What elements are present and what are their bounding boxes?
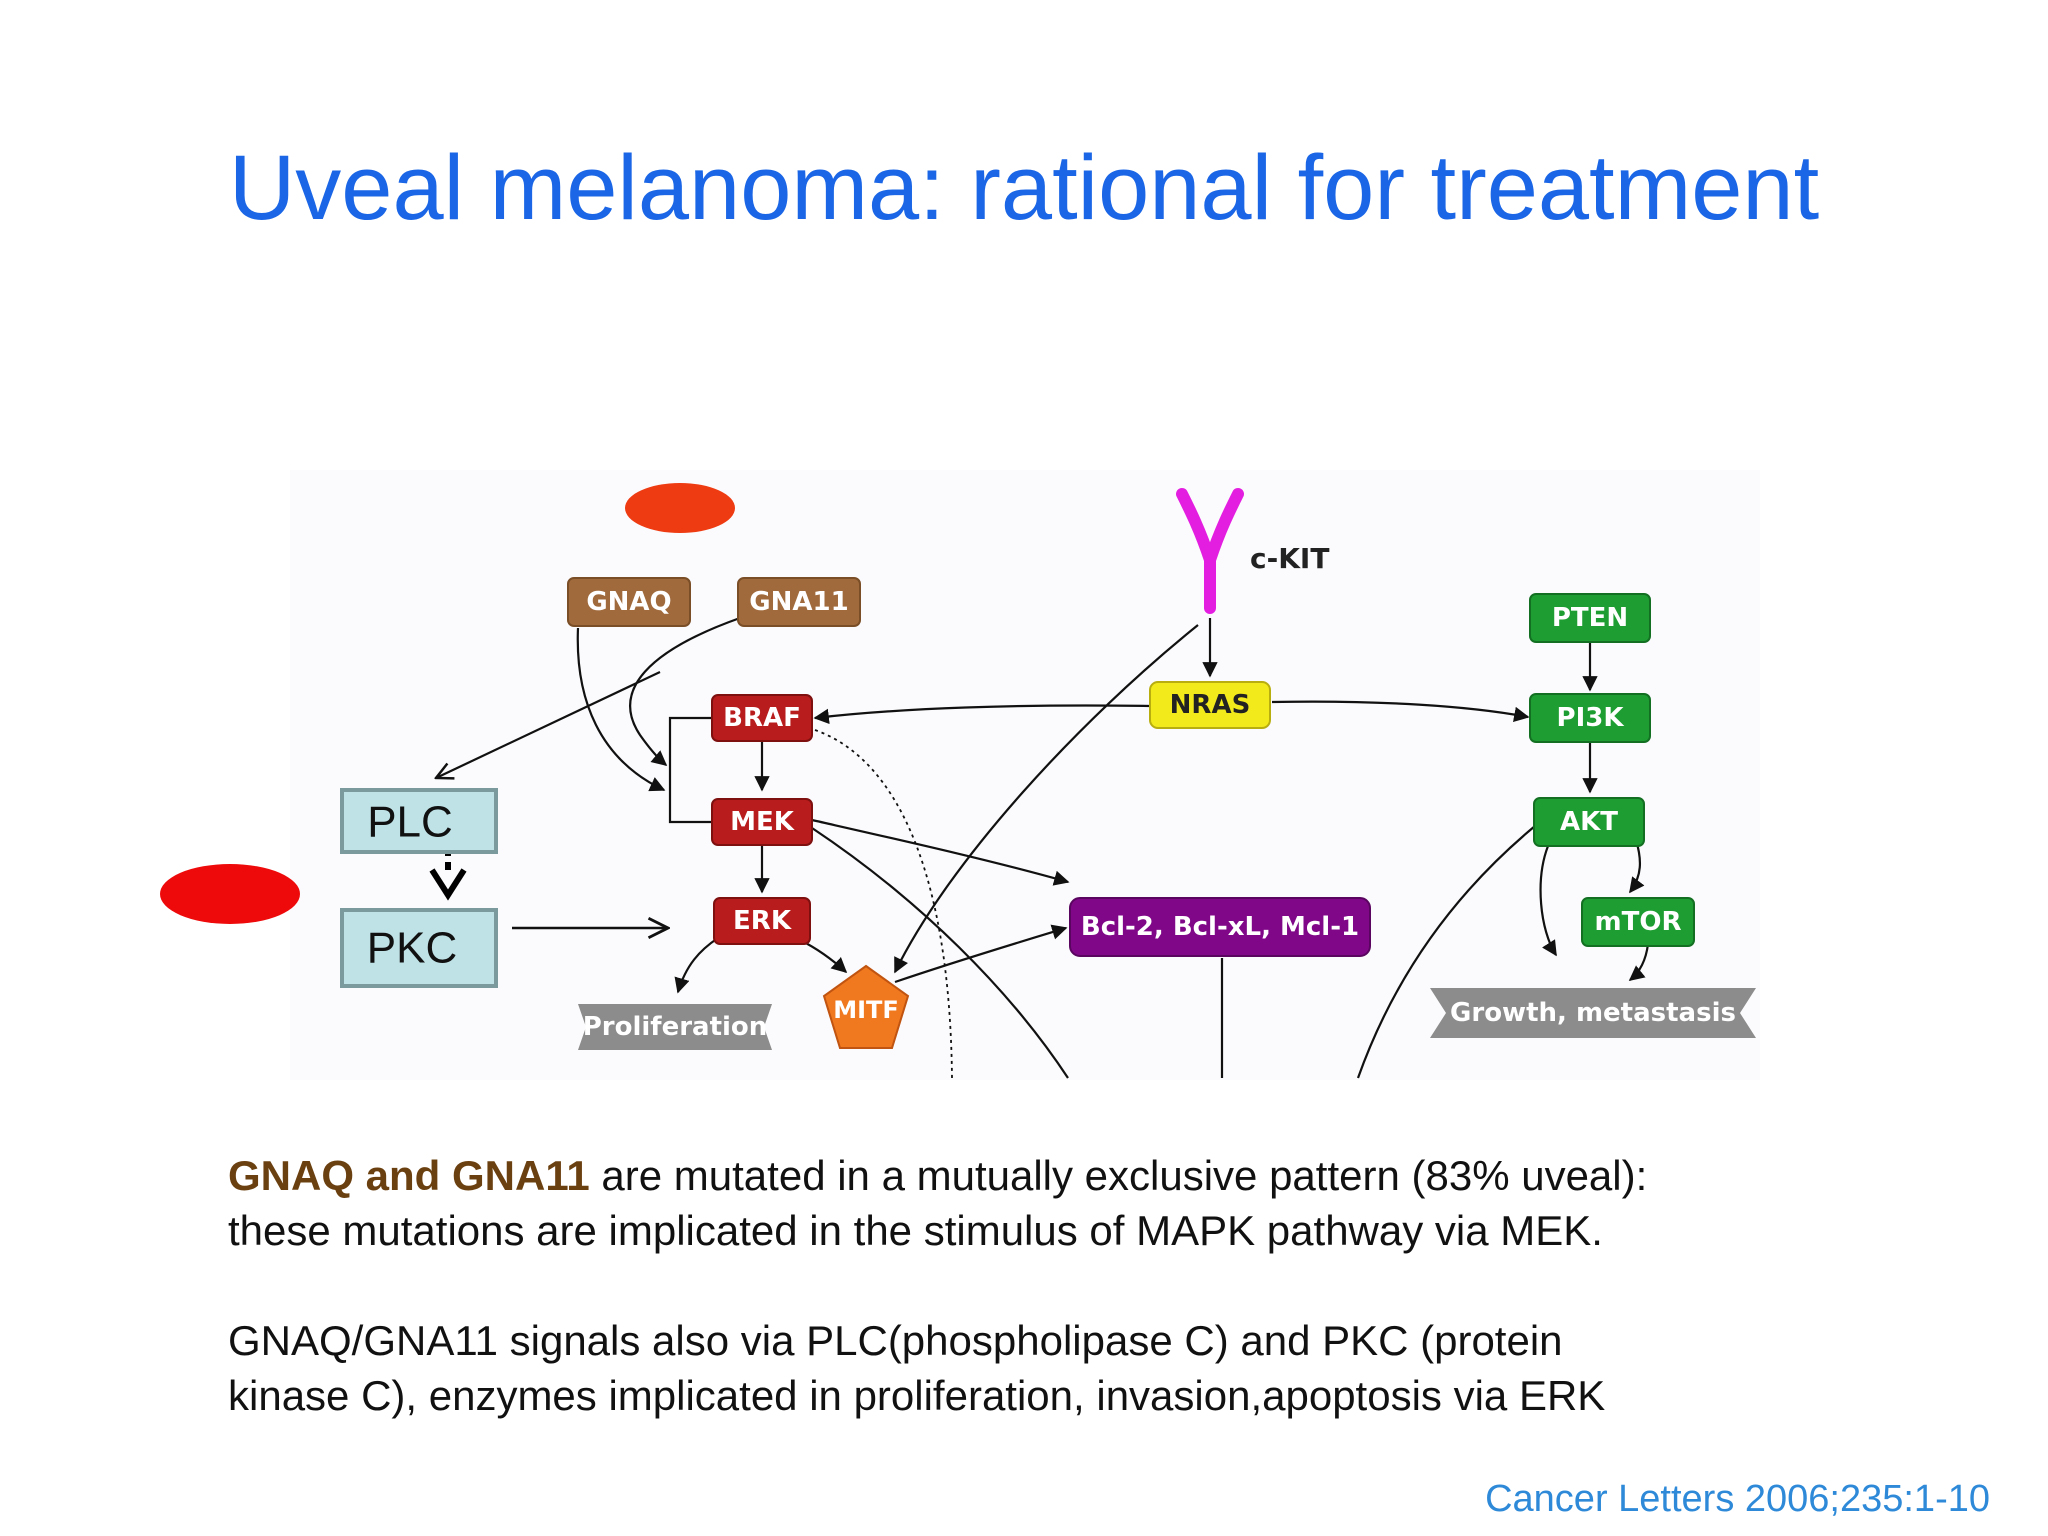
edge-mek-bcl bbox=[811, 818, 1070, 886]
node-mek: MEK bbox=[711, 798, 813, 846]
node-nras: NRAS bbox=[1149, 681, 1271, 729]
node-erk: ERK bbox=[713, 897, 811, 945]
paragraph-gnaq-gna11: GNAQ and GNA11 are mutated in a mutually… bbox=[228, 1148, 1928, 1258]
svg-text:Proliferation: Proliferation bbox=[583, 1012, 768, 1042]
svg-text:AKT: AKT bbox=[1560, 807, 1618, 837]
ckit-receptor-icon bbox=[1176, 488, 1244, 614]
node-akt: AKT bbox=[1533, 797, 1645, 847]
node-gna11: GNA11 bbox=[737, 577, 861, 627]
ckit-label: c-KIT bbox=[1250, 542, 1329, 575]
paragraph-plc-pkc: GNAQ/GNA11 signals also via PLC(phosphol… bbox=[228, 1313, 1928, 1423]
node-bcl: Bcl-2, Bcl-xL, Mcl-1 bbox=[1069, 897, 1371, 957]
svg-text:PI3K: PI3K bbox=[1557, 703, 1625, 733]
citation: Cancer Letters 2006;235:1-10 bbox=[1485, 1478, 1990, 1520]
edge-mitf-bcl bbox=[894, 924, 1068, 984]
svg-text:ERK: ERK bbox=[733, 906, 792, 936]
paragraph-2-line-2: kinase C), enzymes implicated in prolife… bbox=[228, 1372, 1606, 1419]
svg-text:PKC: PKC bbox=[367, 924, 457, 973]
node-proliferation: Proliferation bbox=[578, 1004, 772, 1050]
node-braf: BRAF bbox=[711, 694, 813, 742]
slide-title: Uveal melanoma: rational for treatment bbox=[228, 137, 1820, 239]
edge-braf-bracket bbox=[668, 716, 712, 824]
svg-text:PLC: PLC bbox=[367, 798, 453, 847]
edge-erk-proliferation bbox=[674, 937, 719, 994]
emphasis-gnaq-gna11: GNAQ and GNA11 bbox=[228, 1152, 590, 1199]
svg-text:PTEN: PTEN bbox=[1552, 603, 1628, 633]
paragraph-2-line-1: GNAQ/GNA11 signals also via PLC(phosphol… bbox=[228, 1317, 1563, 1364]
edge-ckit-mitf bbox=[894, 624, 1199, 974]
red-marker-left bbox=[160, 864, 300, 924]
edge-braf-dotted bbox=[814, 729, 953, 1079]
edge-gnaq-mek bbox=[576, 627, 666, 792]
edge-gna11-plc bbox=[436, 671, 661, 778]
edge-nras-braf bbox=[813, 704, 1151, 725]
node-mtor: mTOR bbox=[1581, 897, 1695, 947]
pathway-edges bbox=[436, 616, 1650, 1079]
node-pi3k: PI3K bbox=[1529, 693, 1651, 743]
svg-text:NRAS: NRAS bbox=[1170, 690, 1251, 720]
edge-nras-pi3k bbox=[1271, 700, 1530, 722]
diagram-background bbox=[290, 470, 1760, 1080]
edge-akt-growth bbox=[1539, 845, 1557, 957]
edge-mtor-growth bbox=[1628, 943, 1650, 981]
node-mitf: MITF bbox=[822, 964, 910, 1049]
svg-text:Growth, metastasis: Growth, metastasis bbox=[1450, 998, 1736, 1028]
red-marker-top bbox=[625, 483, 735, 533]
edge-akt-down bbox=[1356, 825, 1536, 1079]
svg-text:MITF: MITF bbox=[833, 996, 899, 1024]
svg-text:BRAF: BRAF bbox=[723, 703, 801, 733]
svg-text:Bcl-2, Bcl-xL, Mcl-1: Bcl-2, Bcl-xL, Mcl-1 bbox=[1081, 912, 1359, 942]
paragraph-1-line-1: are mutated in a mutually exclusive patt… bbox=[589, 1152, 1648, 1199]
node-growth-metastasis: Growth, metastasis bbox=[1430, 988, 1756, 1038]
node-pten: PTEN bbox=[1529, 593, 1651, 643]
edge-gna11-mek bbox=[629, 616, 741, 766]
edge-mek-down bbox=[811, 827, 1069, 1079]
node-gnaq: GNAQ bbox=[567, 577, 691, 627]
svg-text:MEK: MEK bbox=[730, 807, 795, 837]
node-plc: PLC bbox=[340, 788, 498, 854]
svg-text:GNAQ: GNAQ bbox=[586, 587, 671, 617]
svg-text:mTOR: mTOR bbox=[1595, 907, 1682, 937]
paragraph-1-line-2: these mutations are implicated in the st… bbox=[228, 1207, 1603, 1254]
node-pkc: PKC bbox=[340, 908, 498, 988]
svg-text:GNA11: GNA11 bbox=[749, 587, 848, 617]
